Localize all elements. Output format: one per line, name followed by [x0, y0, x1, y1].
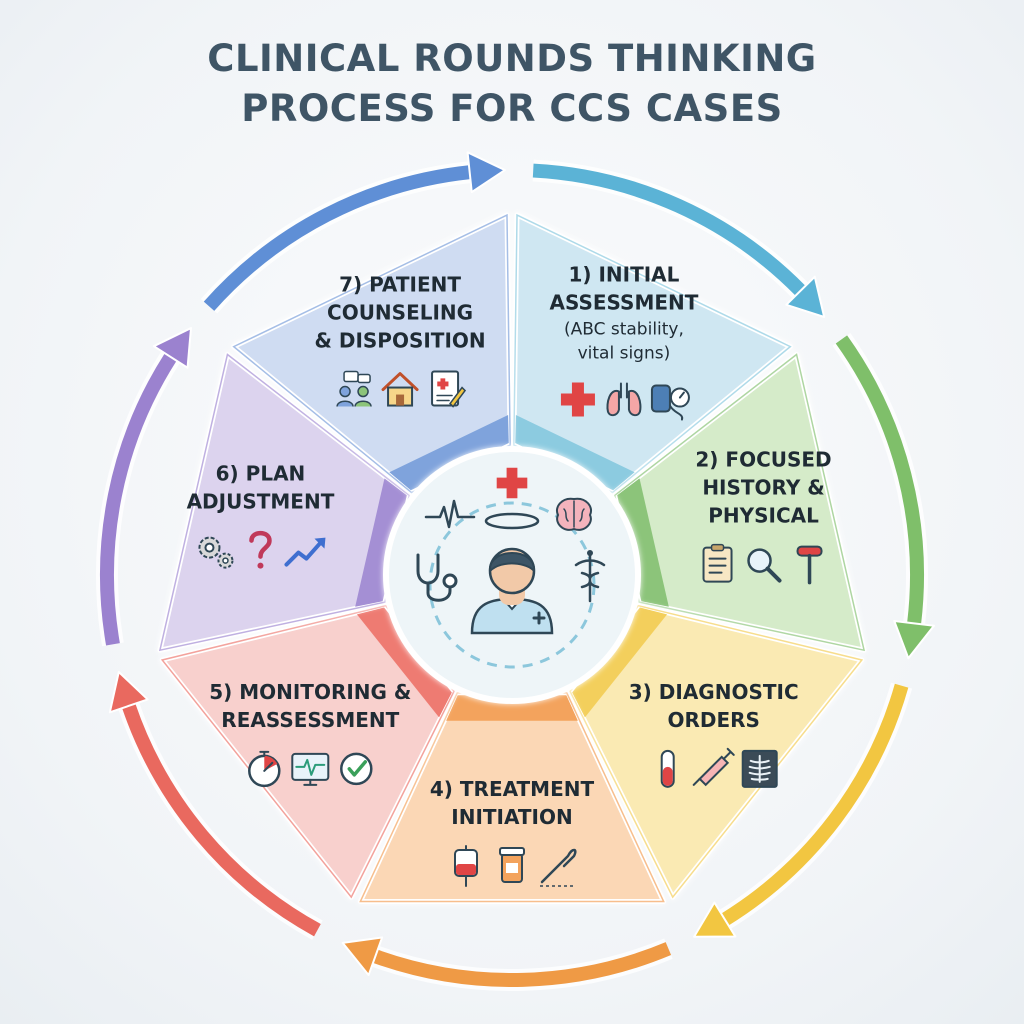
title-line-1: CLINICAL ROUNDS THINKING [207, 37, 817, 80]
step-label: 1) INITIAL [568, 263, 679, 287]
step-label: 6) PLAN [216, 462, 306, 486]
title-line-2: PROCESS FOR CCS CASES [241, 87, 783, 130]
step-label: COUNSELING [327, 301, 473, 325]
cycle-arrow [200, 151, 506, 314]
brain-icon [556, 497, 592, 531]
step-label: & DISPOSITION [314, 329, 485, 353]
pill-bottle-icon [499, 847, 525, 883]
physician-icon [470, 547, 554, 635]
step-label: ORDERS [667, 708, 759, 732]
step-segment: 1) INITIAL ASSESSMENT (ABC stability, vital… [511, 212, 793, 496]
step-label: 5) MONITORING & [209, 680, 411, 704]
step-segment: 3) DIAGNOSTIC ORDERS [567, 603, 865, 900]
house-icon [381, 372, 419, 407]
step-segment: 2) FOCUSED HISTORY & PHYSICAL [612, 351, 867, 653]
x-ray-icon [741, 749, 778, 788]
reflex-hammer-icon [796, 545, 823, 585]
cycle-arrows [96, 151, 935, 991]
stopwatch-icon [248, 750, 281, 788]
heartbeat-line-icon [424, 499, 476, 529]
step-segment: 7) PATIENT COUNSELING & DISPOSITION [231, 212, 513, 496]
conversation-icon [336, 370, 372, 407]
check-icon [340, 752, 373, 786]
medical-cross-icon [496, 467, 528, 499]
cycle-segments: 1) INITIAL ASSESSMENT (ABC stability, vital… [157, 212, 867, 904]
clipboard-icon [702, 543, 733, 583]
trend-arrow-icon [284, 537, 326, 567]
step-label: 2) FOCUSED [695, 448, 831, 472]
step-label: 7) PATIENT [339, 273, 461, 297]
scalpel-icon [540, 848, 577, 887]
step-segment: 4) TREATMENT INITIATION [357, 690, 667, 904]
magnifying-glass-icon [747, 548, 782, 583]
step-detail: vital signs) [578, 344, 671, 364]
step-label: 4) TREATMENT [430, 777, 595, 801]
step-segment: 6) PLAN ADJUSTMENT [157, 351, 412, 653]
caduceus-icon [574, 550, 606, 603]
center-hub [383, 446, 641, 704]
gears-icon [198, 536, 234, 569]
red-cross-icon [560, 382, 595, 417]
cycle-arrow [341, 936, 673, 991]
test-tube-icon [660, 749, 675, 788]
cycle-arrow [532, 159, 826, 318]
step-label: HISTORY & [702, 476, 824, 500]
step-label: REASSESSMENT [221, 708, 399, 732]
question-mark-icon [249, 530, 272, 569]
cycle-arrow [96, 327, 192, 647]
stethoscope-icon [416, 553, 458, 602]
prescription-icon [431, 370, 467, 408]
cycle-arrow [693, 682, 913, 938]
iv-bag-icon [454, 845, 478, 887]
cycle-arrow [108, 670, 323, 940]
page-title: CLINICAL ROUNDS THINKING PROCESS FOR CCS… [0, 34, 1024, 134]
step-detail: (ABC stability, [564, 320, 684, 340]
heart-monitor-icon [291, 752, 330, 786]
step-label: ADJUSTMENT [187, 490, 335, 514]
step-label: ASSESSMENT [549, 291, 698, 315]
blood-pressure-cuff-icon [650, 384, 690, 421]
step-segment: 5) MONITORING & REASSESSMENT [159, 603, 457, 900]
step-label: 3) DIAGNOSTIC [629, 680, 799, 704]
step-label: PHYSICAL [708, 504, 819, 528]
step-label: INITIATION [451, 805, 572, 829]
syringe-icon [692, 747, 735, 787]
cycle-arrow [832, 333, 935, 660]
lungs-icon [606, 382, 642, 417]
